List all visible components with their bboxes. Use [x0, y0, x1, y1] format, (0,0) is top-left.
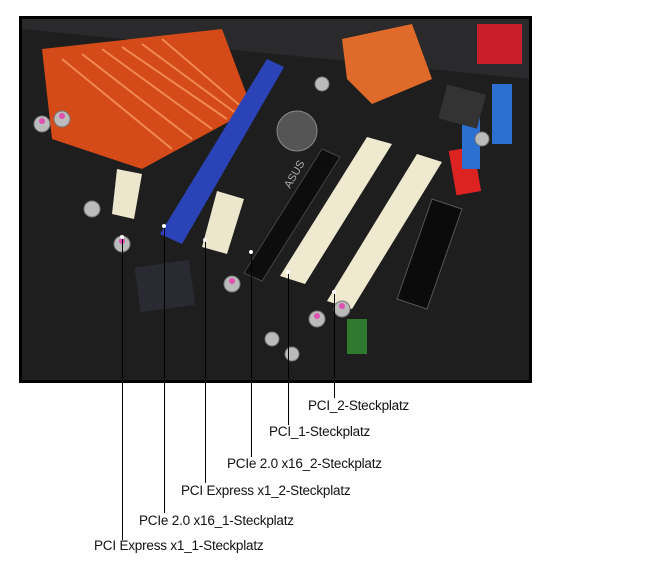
northbridge-heatsink [342, 24, 432, 104]
label-pcie-x16-1: PCIe 2.0 x16_1-Steckplatz [139, 513, 294, 528]
pci-2-slot [327, 154, 442, 309]
pcie-x16-1-slot [160, 59, 284, 244]
callout-dot [332, 290, 336, 294]
leader-line-pci-express-x1-2 [205, 240, 206, 483]
leader-line-pci-1 [288, 272, 289, 425]
leader-line-pci-express-x1-1 [122, 237, 123, 540]
label-pci-express-x1-2: PCI Express x1_2-Steckplatz [181, 483, 351, 498]
callout-dot [162, 224, 166, 228]
callout-dot [286, 270, 290, 274]
label-pci-express-x1-1: PCI Express x1_1-Steckplatz [94, 538, 264, 553]
motherboard-illustration: ASUS [22, 19, 529, 380]
pcie-x1-2-slot [202, 191, 244, 254]
label-pci-1: PCI_1-Steckplatz [269, 424, 371, 439]
callout-dot [249, 250, 253, 254]
pcie-x1-1-slot [112, 169, 142, 219]
leader-line-pcie-x16-1 [164, 226, 165, 513]
motherboard-photo: ASUS [19, 16, 532, 383]
label-pcie-x16-2: PCIe 2.0 x16_2-Steckplatz [227, 456, 382, 471]
pci-1-slot [280, 137, 392, 284]
leader-line-pcie-x16-2 [251, 252, 252, 457]
label-pci-2: PCI_2-Steckplatz [308, 398, 410, 413]
callout-dot [203, 238, 207, 242]
callout-dot [120, 235, 124, 239]
leader-line-pci-2 [334, 292, 335, 398]
